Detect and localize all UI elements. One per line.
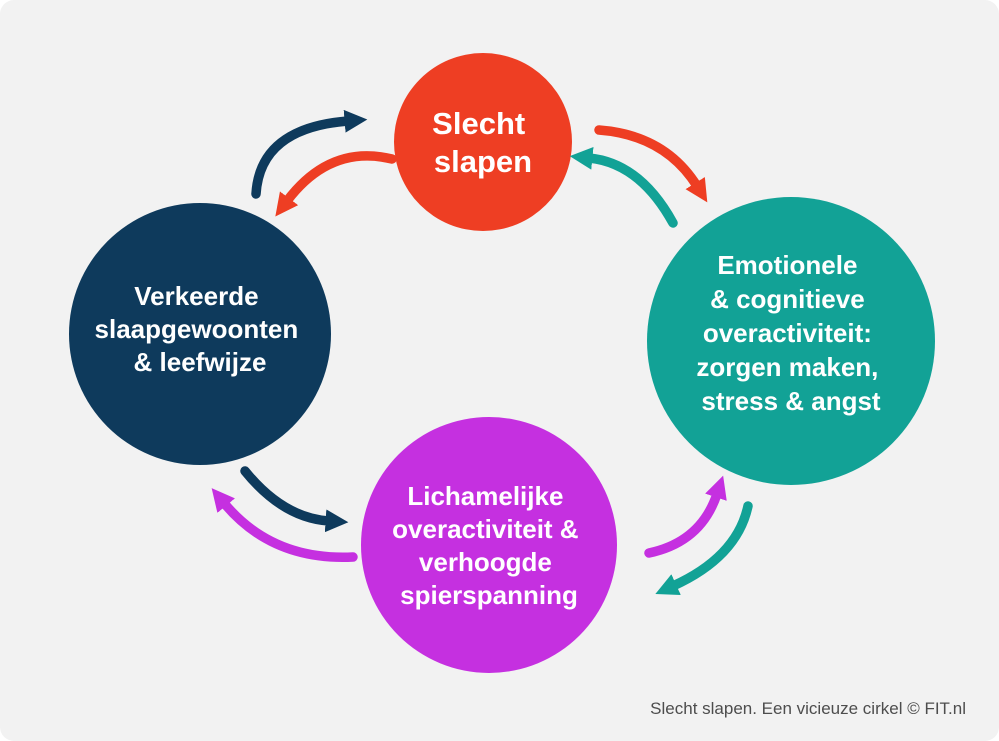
arrow-red-to-navy-icon [275, 151, 397, 217]
label-line: & leefwijze [134, 347, 267, 377]
arrow-magenta-to-teal-icon [644, 475, 727, 558]
label-line: Emotionele [717, 250, 857, 280]
label-verkeerde-slaapgewoonten: Verkeerde slaapgewoonten & leefwijze [95, 281, 306, 377]
arrow-red-to-teal-icon [594, 125, 708, 203]
arrow-navy-to-red-icon [251, 109, 368, 199]
circle-lichamelijke-overactiviteit [361, 417, 617, 673]
label-line: stress & angst [701, 386, 881, 416]
circle-emotionele-overactiviteit [647, 197, 935, 485]
circle-slecht-slapen [394, 53, 572, 231]
circle-verkeerde-slaapgewoonten [69, 203, 331, 465]
arrow-navy-to-magenta-icon [240, 466, 349, 533]
label-slecht-slapen: Slecht slapen [432, 106, 534, 179]
arrow-teal-to-red-icon [569, 146, 678, 228]
label-lichamelijke-overactiviteit: Lichamelijke overactiviteit & verhoogde … [392, 481, 586, 610]
label-line: overactiviteit: [703, 318, 872, 348]
caption-credit: Slecht slapen. Een vicieuze cirkel © FIT… [650, 699, 966, 718]
label-line: overactiviteit & [392, 514, 578, 544]
label-line: & cognitieve [710, 284, 865, 314]
label-emotionele-overactiviteit: Emotionele & cognitieve overactiviteit: … [696, 250, 885, 416]
label-line: Verkeerde [134, 281, 258, 311]
label-line: slaapgewoonten [95, 314, 299, 344]
label-line: slapen [434, 144, 532, 179]
label-line: spierspanning [400, 580, 578, 610]
label-line: zorgen maken, [696, 352, 878, 382]
arrow-teal-to-magenta-icon [655, 501, 753, 595]
label-line: verhoogde [419, 547, 552, 577]
label-line: Slecht [432, 106, 525, 141]
arrow-magenta-to-navy-icon [211, 488, 358, 562]
label-line: Lichamelijke [407, 481, 563, 511]
